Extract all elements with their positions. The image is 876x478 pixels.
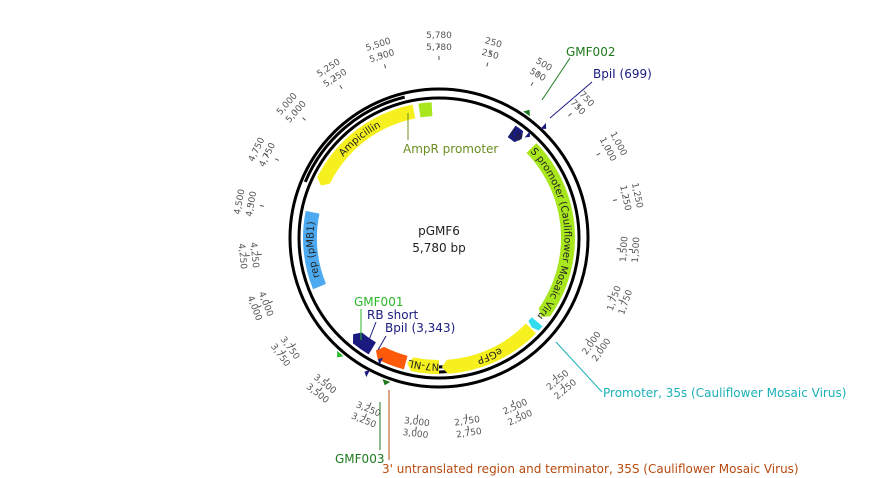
tick-label: 3,000: [402, 428, 429, 441]
feature-label: LB: [508, 128, 525, 144]
annotation-gmf002[interactable]: GMF002: [566, 45, 615, 59]
tick-mark: [596, 152, 601, 156]
primer-gmf001: [337, 350, 344, 358]
feature-label: Ampicillin: [337, 120, 382, 159]
annotation-promoter-35s[interactable]: Promoter, 35s (Cauliflower Mosaic Virus): [603, 386, 846, 400]
tick-mark: [465, 413, 468, 418]
annotation-rb-short[interactable]: RB short: [367, 308, 419, 322]
feature-egfp: [441, 323, 536, 374]
tick-mark: [282, 350, 287, 354]
tick-mark: [606, 147, 611, 151]
tick-mark: [264, 152, 269, 156]
tick-mark: [380, 52, 383, 57]
tick-mark: [516, 410, 520, 416]
annotation-gmf003[interactable]: GMF003: [335, 452, 384, 466]
feature-35s-promoter-cauliflower-mosaic-virus-: [526, 143, 576, 317]
annotation-bpil-3343[interactable]: BpiI (3,343): [385, 321, 455, 335]
tick-mark: [489, 50, 492, 56]
tick-mark: [364, 413, 367, 418]
tick-mark: [293, 109, 297, 113]
tick-mark: [383, 64, 387, 69]
leader-line: [541, 57, 571, 101]
tick-label: 2,750: [456, 427, 483, 441]
feature-label-text: Ampicillin: [337, 120, 382, 159]
tick-mark: [319, 387, 323, 392]
inner-strand: [297, 96, 581, 380]
leader-line: [549, 81, 593, 119]
tick-mark: [339, 85, 343, 90]
tick-label: 2,750: [454, 415, 481, 429]
tick-label: 250: [484, 36, 503, 50]
tick-label: 3,000: [403, 416, 430, 429]
leader-line: [555, 341, 603, 393]
annotation-utr-terminator[interactable]: 3' untranslated region and terminator, 3…: [382, 462, 799, 476]
tick-label: 4,250: [236, 243, 248, 270]
tick-mark: [624, 196, 629, 199]
tick-mark: [257, 305, 262, 308]
tick-mark: [259, 205, 264, 207]
tick-mark: [248, 202, 253, 205]
feature-n7-nls: [407, 357, 439, 374]
tick-mark: [585, 338, 590, 342]
tick-mark: [560, 383, 564, 388]
bpil-site-marker: [377, 357, 384, 365]
tick-mark: [302, 117, 306, 121]
site-markers: [337, 109, 547, 386]
feature-promoter-35s-cauliflower-mosaic-virus-: [528, 317, 543, 331]
tick-label: 4,250: [248, 242, 260, 269]
tick-mark: [618, 299, 623, 302]
tick-mark: [595, 345, 600, 349]
tick-label: 1,500: [631, 236, 643, 263]
feature-ampr-promoter: [418, 102, 433, 118]
leader-line: [377, 335, 387, 351]
leader-line: [366, 321, 377, 346]
tick-mark: [607, 295, 612, 298]
tick-mark: [511, 400, 515, 405]
feature-rep-pmb1-: [302, 210, 326, 290]
annotation-leaders: [360, 57, 603, 460]
tick-label: 1,500: [619, 236, 631, 263]
tick-mark: [332, 75, 336, 79]
tick-label: 5,780: [426, 43, 452, 53]
annotation-ampr-promoter[interactable]: AmpR promoter: [403, 142, 498, 156]
bpil-site-marker: [524, 131, 530, 138]
bpil-site-marker: [364, 370, 370, 378]
plasmid-length: 5,780 bp: [412, 241, 465, 255]
feature-lb: [507, 125, 524, 143]
tick-mark: [530, 81, 534, 86]
tick-mark: [268, 300, 273, 304]
tick-label: 250: [480, 48, 499, 62]
annotation-gmf001[interactable]: GMF001: [354, 295, 403, 309]
tick-mark: [568, 112, 572, 117]
orf-arc: [303, 95, 406, 183]
tick-mark: [612, 199, 618, 202]
tick-mark: [486, 62, 489, 67]
tick-label: 4,500: [233, 188, 247, 215]
tick-mark: [274, 158, 280, 161]
backbone-rings: [288, 87, 590, 389]
tick-label: 5,780: [426, 31, 452, 41]
feature-ampicillin: [317, 104, 416, 186]
bpil-site-marker: [540, 123, 547, 129]
primer-gmf002: [523, 109, 530, 117]
feature-label-text: LB: [508, 128, 525, 144]
feature-3-untranslated-region-and-terminator-35s-cauliflower-mosaic-virus-: [375, 346, 408, 370]
plasmid-name: pGMF6: [418, 224, 460, 238]
primer-gmf003: [382, 379, 391, 386]
tick-mark: [576, 104, 581, 109]
tick-mark: [326, 377, 330, 382]
outer-strand: [288, 87, 590, 389]
tick-mark: [467, 425, 469, 430]
tick-mark: [536, 71, 540, 76]
tick-mark: [292, 343, 297, 347]
tick-mark: [369, 402, 372, 407]
tick-label: 4,500: [245, 190, 259, 217]
annotation-bpil-699[interactable]: BpiI (699): [593, 67, 652, 81]
feature-rb-short: [352, 332, 376, 355]
tick-mark: [552, 374, 557, 379]
